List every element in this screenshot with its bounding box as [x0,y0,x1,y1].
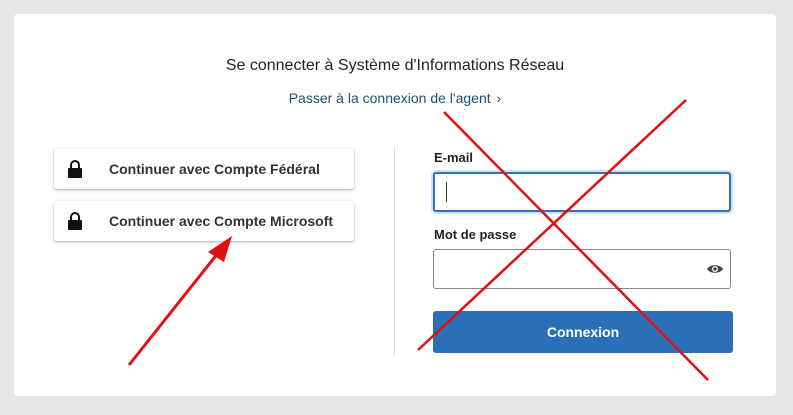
email-field[interactable] [433,172,731,212]
login-panel: Se connecter à Système d'Informations Ré… [14,14,776,396]
text-caret [446,182,447,202]
lock-icon [68,160,82,178]
agent-login-link[interactable]: Passer à la connexion de l'agent › [14,90,776,106]
federal-account-label: Continuer avec Compte Fédéral [109,161,320,177]
chevron-right-icon: › [496,90,502,106]
email-label: E-mail [434,150,474,165]
login-button[interactable]: Connexion [433,311,733,353]
section-divider [394,146,395,356]
microsoft-account-label: Continuer avec Compte Microsoft [109,213,334,229]
microsoft-account-button[interactable]: Continuer avec Compte Microsoft [54,201,354,241]
agent-login-label: Passer à la connexion de l'agent [288,90,491,106]
password-field[interactable] [433,249,731,289]
federal-account-button[interactable]: Continuer avec Compte Fédéral [54,149,354,189]
password-label: Mot de passe [434,227,517,242]
page-title: Se connecter à Système d'Informations Ré… [225,57,565,74]
eye-icon[interactable] [706,263,724,275]
lock-icon [68,212,82,230]
